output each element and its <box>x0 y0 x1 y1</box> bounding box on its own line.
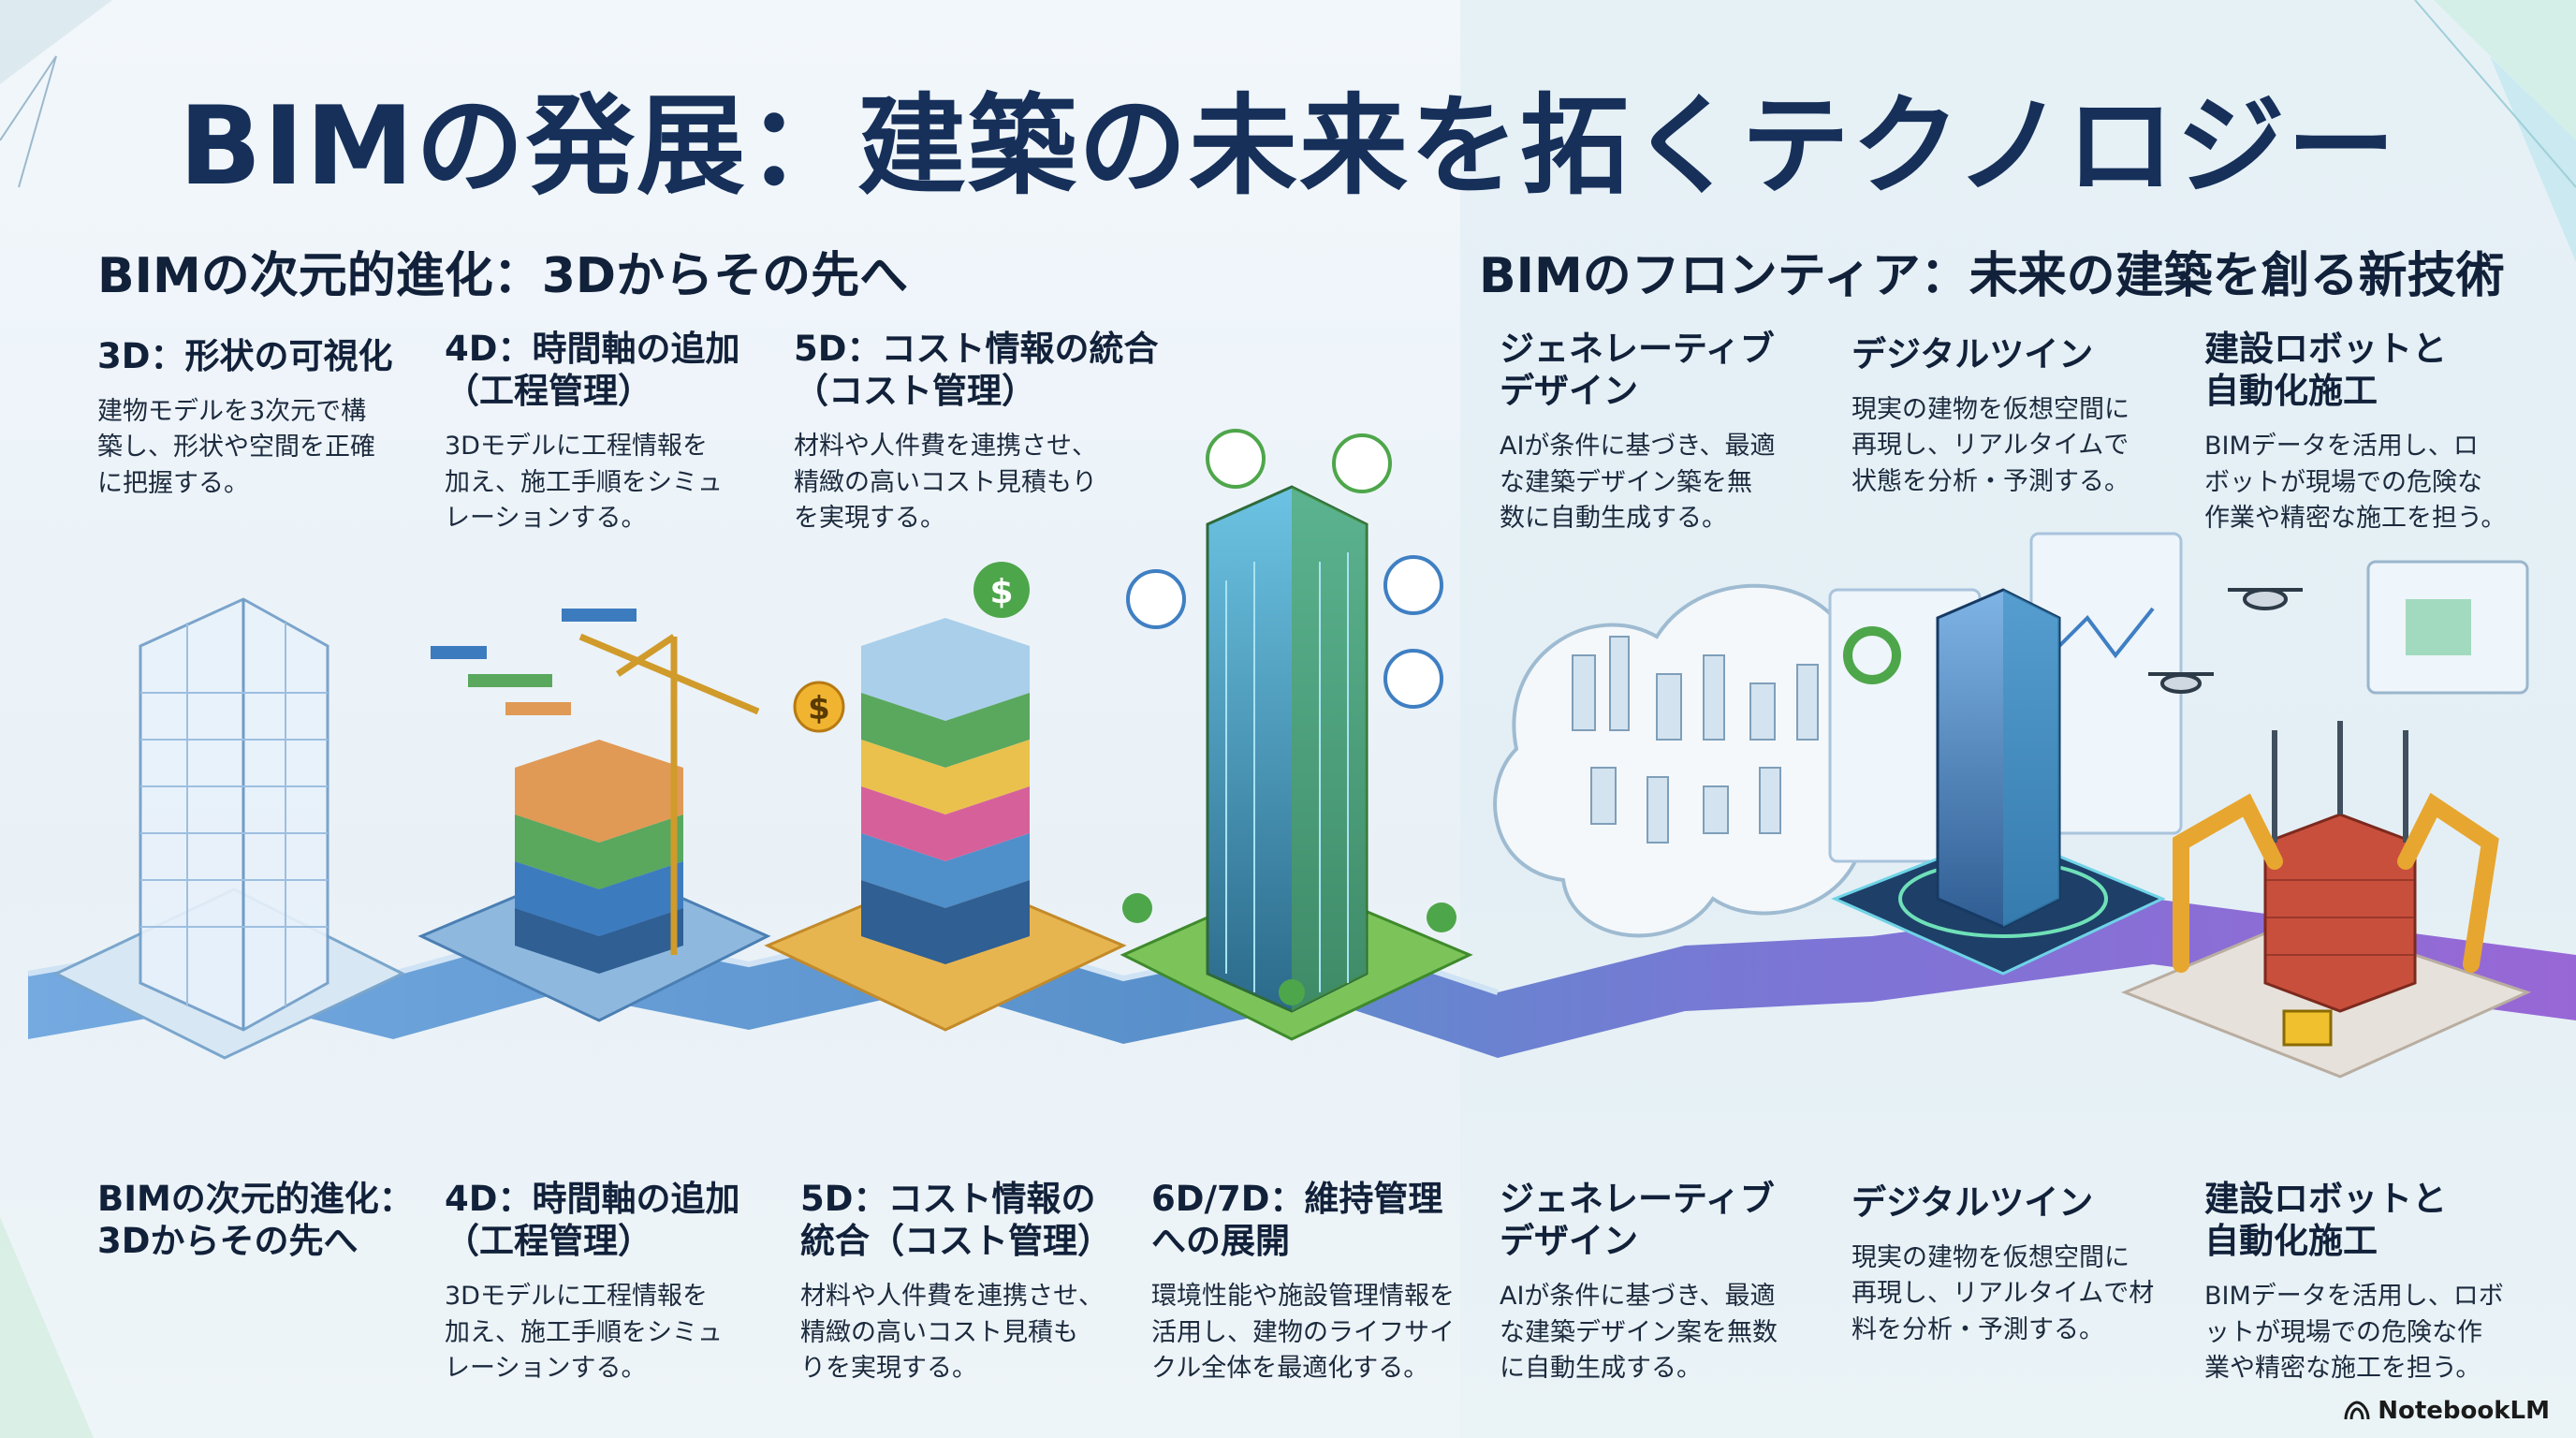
4d-building-floors <box>515 740 683 974</box>
bottom-card-4d: 4D：時間軸の追加 （工程管理） 3Dモデルに工程情報を 加え、施工手順をシミュ… <box>445 1178 782 1387</box>
bottom-card-digital-twin-heading: デジタルツイン <box>1852 1182 2094 1223</box>
generative-design-cloud <box>1493 583 1913 938</box>
bottom-card-digital-twin-desc: 現実の建物を仮想空間に 再現し、リアルタイムで材 料を分析・予測する。 <box>1852 1243 2155 1344</box>
svg-text:$: $ <box>808 690 830 727</box>
dollar-coin-icon: $ <box>793 681 845 733</box>
robot-arm-left <box>2173 793 2283 973</box>
bottom-card-digital-twin: デジタルツイン 現実の建物を仮想空間に 再現し、リアルタイムで材 料を分析・予測… <box>1852 1181 2188 1348</box>
section-title-right: BIMのフロンティア：未来の建築を創る新技術 <box>1479 248 2505 304</box>
bottom-card-robotics: 建設ロボットと 自動化施工 BIMデータを活用し、ロボ ットが現場での危険な作 … <box>2204 1178 2560 1387</box>
wireframe-3d-building <box>52 597 406 1060</box>
top-card-generative-design: ジェネレーティブ デザイン AIが条件に基づき、最適 な建築デザイン築を無 数に… <box>1500 328 1837 536</box>
top-card-5d: 5D：コスト情報の統合 （コスト管理） 材料や人件費を連携させ、 精緻の高いコス… <box>794 328 1187 536</box>
top-card-generative-heading: ジェネレーティブ デザイン <box>1500 329 1775 412</box>
construction-4d-building <box>417 609 771 1022</box>
top-card-3d-heading: 3D：形状の可視化 <box>97 336 393 376</box>
top-card-4d-heading: 4D：時間軸の追加 （工程管理） <box>445 329 740 412</box>
mini-excavator <box>2282 1009 2333 1047</box>
top-card-5d-desc: 材料や人件費を連携させ、 精緻の高いコスト見積もり を実現する。 <box>794 432 1097 533</box>
tools-icon <box>1126 569 1186 629</box>
bottom-card-generative-design: ジェネレーティブ デザイン AIが条件に基づき、最適 な建築デザイン案を無数 に… <box>1500 1178 1837 1387</box>
brick-wall <box>2263 813 2417 1013</box>
bottom-left-geometric-decoration <box>0 1217 94 1438</box>
bottom-card-generative-desc: AIが条件に基づき、最適 な建築デザイン案を無数 に自動生成する。 <box>1500 1282 1778 1383</box>
bottom-card-4d-heading: 4D：時間軸の追加 （工程管理） <box>445 1179 740 1262</box>
bottom-card-5d: 5D：コスト情報の 統合（コスト管理） 材料や人件費を連携させ、 精緻の高いコス… <box>800 1178 1137 1387</box>
section-title-left: BIMの次元的進化：3Dからその先へ <box>97 248 909 304</box>
svg-text:$: $ <box>989 573 1013 611</box>
bottom-card-5d-desc: 材料や人件費を連携させ、 精緻の高いコスト見積も りを実現する。 <box>800 1282 1104 1383</box>
drone-icon <box>2148 588 2303 694</box>
bottom-card-6d7d: 6D/7D：維持管理 への展開 環境性能や施設管理情報を 活用し、建物のライフサ… <box>1151 1178 1516 1387</box>
gantt-bars <box>431 609 637 715</box>
top-card-5d-heading: 5D：コスト情報の統合 （コスト管理） <box>794 329 1159 412</box>
bottom-card-6d7d-heading: 6D/7D：維持管理 への展開 <box>1151 1179 1443 1262</box>
digital-twin-building <box>1828 532 2183 976</box>
dollar-badge-icon: $ <box>973 562 1030 618</box>
gear-icon <box>1332 433 1392 493</box>
bottom-card-bim-evolution-heading: BIMの次元的進化： 3Dからその先へ <box>97 1179 414 1262</box>
bottom-card-generative-heading: ジェネレーティブ デザイン <box>1500 1179 1775 1262</box>
wrench-icon <box>1206 429 1266 489</box>
top-card-4d: 4D：時間軸の追加 （工程管理） 3Dモデルに工程情報を 加え、施工手順をシミュ… <box>445 328 782 536</box>
top-card-digital-twin-desc: 現実の建物を仮想空間に 再現し、リアルタイムで 状態を分析・予測する。 <box>1852 395 2130 496</box>
construction-robotics-scene <box>2121 560 2532 1078</box>
top-right-geometric-decoration <box>2414 0 2576 262</box>
top-left-geometric-decoration <box>0 0 112 188</box>
notebooklm-logo-icon <box>2344 1401 2370 1420</box>
bottom-card-5d-heading: 5D：コスト情報の 統合（コスト管理） <box>800 1179 1112 1262</box>
top-card-robotics: 建設ロボットと 自動化施工 BIMデータを活用し、ロ ボットが現場での危険な 作… <box>2204 328 2560 536</box>
brand-label: NotebookLM <box>2378 1397 2550 1425</box>
robot-arm-right <box>2397 792 2499 973</box>
top-card-generative-desc: AIが条件に基づき、最適 な建築デザイン築を無 数に自動生成する。 <box>1500 432 1776 533</box>
cost-5d-building: $ $ <box>764 562 1127 1032</box>
thermometer-icon <box>1383 555 1443 615</box>
bottom-card-bim-evolution: BIMの次元的進化： 3Dからその先へ <box>97 1178 434 1279</box>
top-card-robotics-desc: BIMデータを活用し、ロ ボットが現場での危険な 作業や精密な施工を担う。 <box>2204 432 2507 533</box>
trees <box>1122 893 1456 1005</box>
top-card-robotics-heading: 建設ロボットと 自動化施工 <box>2204 329 2447 412</box>
smart-6d7d-tower <box>1120 429 1473 1041</box>
bottom-card-robotics-heading: 建設ロボットと 自動化施工 <box>2204 1179 2447 1262</box>
tower-crane <box>578 633 760 955</box>
5d-building-floors <box>861 618 1030 964</box>
bottom-card-6d7d-desc: 環境性能や施設管理情報を 活用し、建物のライフサイ クル全体を最適化する。 <box>1151 1282 1455 1383</box>
top-card-3d-desc: 建物モデルを3次元で構 築し、形状や空間を正確 に把握する。 <box>97 397 375 498</box>
page-title: BIMの発展：建築の未来を拓くテクノロジー <box>178 83 2398 210</box>
notebooklm-brand: NotebookLM <box>2344 1397 2550 1425</box>
bottom-card-4d-desc: 3Dモデルに工程情報を 加え、施工手順をシミュ レーションする。 <box>445 1282 723 1383</box>
top-card-4d-desc: 3Dモデルに工程情報を 加え、施工手順をシミュ レーションする。 <box>445 432 723 533</box>
top-card-digital-twin: デジタルツイン 現実の建物を仮想空間に 再現し、リアルタイムで 状態を分析・予測… <box>1852 333 2188 500</box>
bottom-card-robotics-desc: BIMデータを活用し、ロボ ットが現場での危険な作 業や精密な施工を担う。 <box>2204 1282 2504 1383</box>
bulb-icon <box>1383 649 1443 709</box>
top-card-digital-twin-heading: デジタルツイン <box>1852 334 2094 374</box>
top-card-3d: 3D：形状の可視化 建物モデルを3次元で構 築し、形状や空間を正確 に把握する。 <box>97 335 434 502</box>
